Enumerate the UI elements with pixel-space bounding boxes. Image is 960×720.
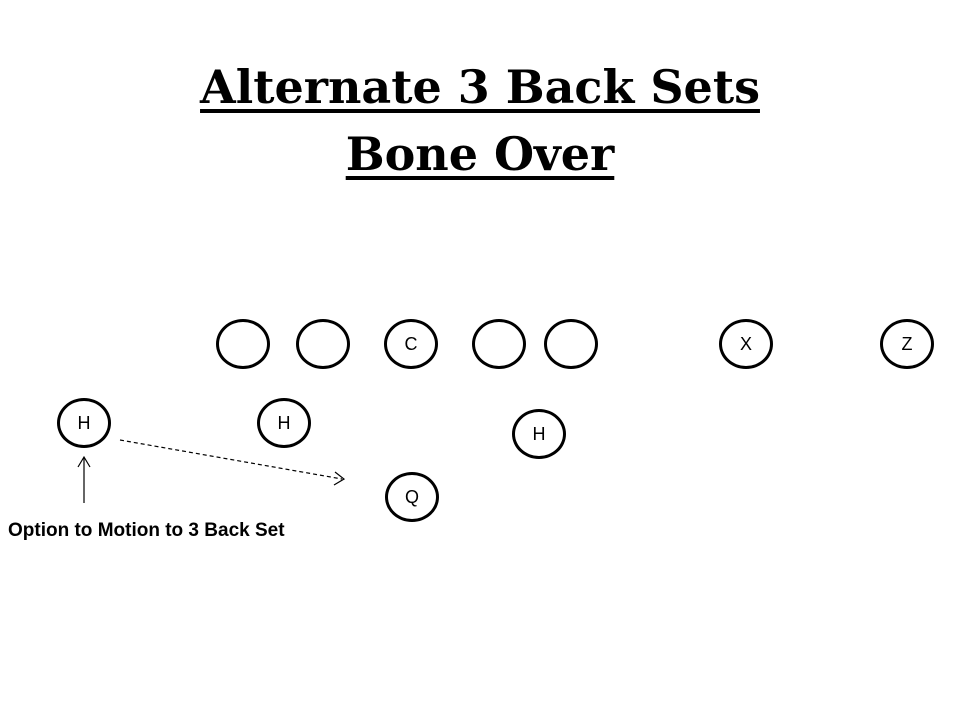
player-lineman-3 (472, 319, 526, 369)
player-h-slot-left: H (257, 398, 311, 448)
motion-path-dashed (119, 439, 343, 480)
diagram-title-line-1: Alternate 3 Back Sets (200, 60, 760, 114)
player-x-receiver: X (719, 319, 773, 369)
diagram-title-line-2: Bone Over (345, 127, 615, 181)
player-quarterback: Q (385, 472, 439, 522)
player-lineman-1 (216, 319, 270, 369)
player-center: C (384, 319, 438, 369)
player-lineman-2 (296, 319, 350, 369)
player-h-right: H (512, 409, 566, 459)
motion-option-caption: Option to Motion to 3 Back Set (8, 520, 285, 541)
motion-path-arrowhead (333, 471, 346, 486)
pointer-arrow-head (77, 455, 91, 468)
player-h-wide-left: H (57, 398, 111, 448)
player-lineman-4 (544, 319, 598, 369)
player-z-receiver: Z (880, 319, 934, 369)
